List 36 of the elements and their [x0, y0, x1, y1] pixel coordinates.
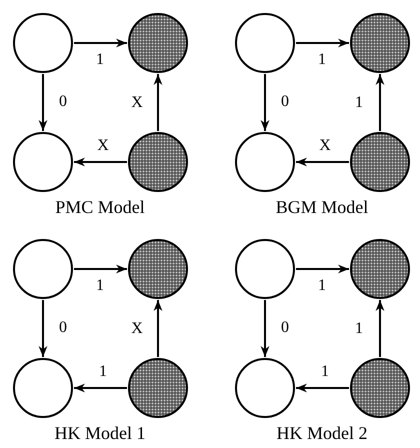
edge-label: 1: [318, 52, 326, 68]
edge-label: X: [131, 321, 143, 337]
edge-label: 0: [281, 94, 289, 110]
edge-label: 1: [355, 321, 363, 337]
arrow: [74, 38, 127, 48]
arrow: [296, 264, 349, 274]
arrow: [376, 74, 384, 131]
edge-label: 1: [99, 364, 107, 380]
arrow: [260, 74, 270, 131]
edge-label: 0: [281, 320, 289, 336]
panel-caption: PMC Model: [55, 197, 145, 217]
edge-label: 1: [96, 52, 104, 68]
edge-label: 1: [355, 95, 363, 111]
edge-label: X: [131, 95, 143, 111]
arrow: [154, 300, 162, 357]
panel-caption: HK Model 1: [54, 423, 146, 443]
arrow: [296, 38, 349, 48]
edge-label: X: [319, 138, 331, 154]
arrow: [74, 384, 127, 392]
edge-label: X: [97, 138, 109, 154]
arrow: [38, 74, 48, 131]
arrow: [296, 384, 349, 392]
arrow: [260, 300, 270, 357]
edge-label: 1: [318, 278, 326, 294]
panel-caption: HK Model 2: [276, 423, 368, 443]
arrow: [38, 300, 48, 357]
edge-label: 1: [321, 364, 329, 380]
edge-label: 1: [96, 278, 104, 294]
panel-caption: BGM Model: [276, 197, 368, 217]
arrow: [74, 158, 127, 166]
edge-label: 0: [59, 94, 67, 110]
arrow: [74, 264, 127, 274]
arrow: [296, 158, 349, 166]
edge-label: 0: [59, 320, 67, 336]
arrow: [376, 300, 384, 357]
arrow: [154, 74, 162, 131]
